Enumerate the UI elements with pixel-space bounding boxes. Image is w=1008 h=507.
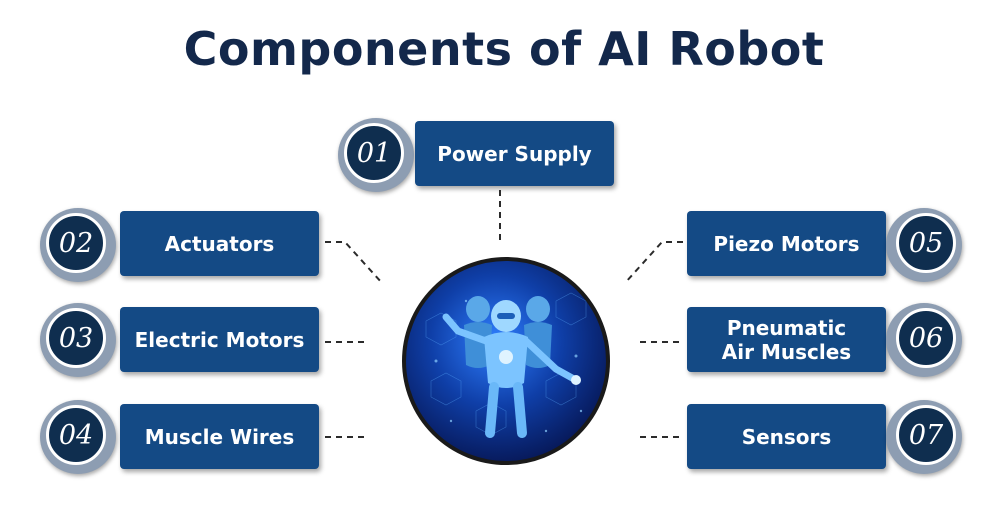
badge-number: 07 — [896, 405, 956, 465]
robot-illustration — [402, 257, 610, 465]
component-power-supply: Power Supply — [415, 121, 614, 186]
component-piezo-motors: Piezo Motors — [687, 211, 886, 276]
robot-icon — [425, 292, 587, 438]
badge-01: 01 — [338, 118, 418, 194]
component-pneumatic-air-muscles: Pneumatic Air Muscles — [687, 307, 886, 372]
badge-number: 05 — [896, 213, 956, 273]
badge-number: 06 — [896, 308, 956, 368]
badge-06: 06 — [882, 303, 962, 379]
badge-number: 02 — [46, 213, 106, 273]
page-title: Components of AI Robot — [183, 22, 825, 76]
badge-05: 05 — [882, 208, 962, 284]
badge-03: 03 — [40, 303, 120, 379]
connector-02 — [325, 241, 383, 284]
badge-02: 02 — [40, 208, 120, 284]
component-actuators: Actuators — [120, 211, 319, 276]
badge-number: 04 — [46, 405, 106, 465]
component-muscle-wires: Muscle Wires — [120, 404, 319, 469]
badge-04: 04 — [40, 400, 120, 476]
component-sensors: Sensors — [687, 404, 886, 469]
badge-number: 01 — [344, 123, 404, 183]
connector-05 — [624, 241, 683, 284]
badge-07: 07 — [882, 400, 962, 476]
badge-number: 03 — [46, 308, 106, 368]
component-electric-motors: Electric Motors — [120, 307, 319, 372]
component-label: Pneumatic Air Muscles — [721, 315, 852, 364]
